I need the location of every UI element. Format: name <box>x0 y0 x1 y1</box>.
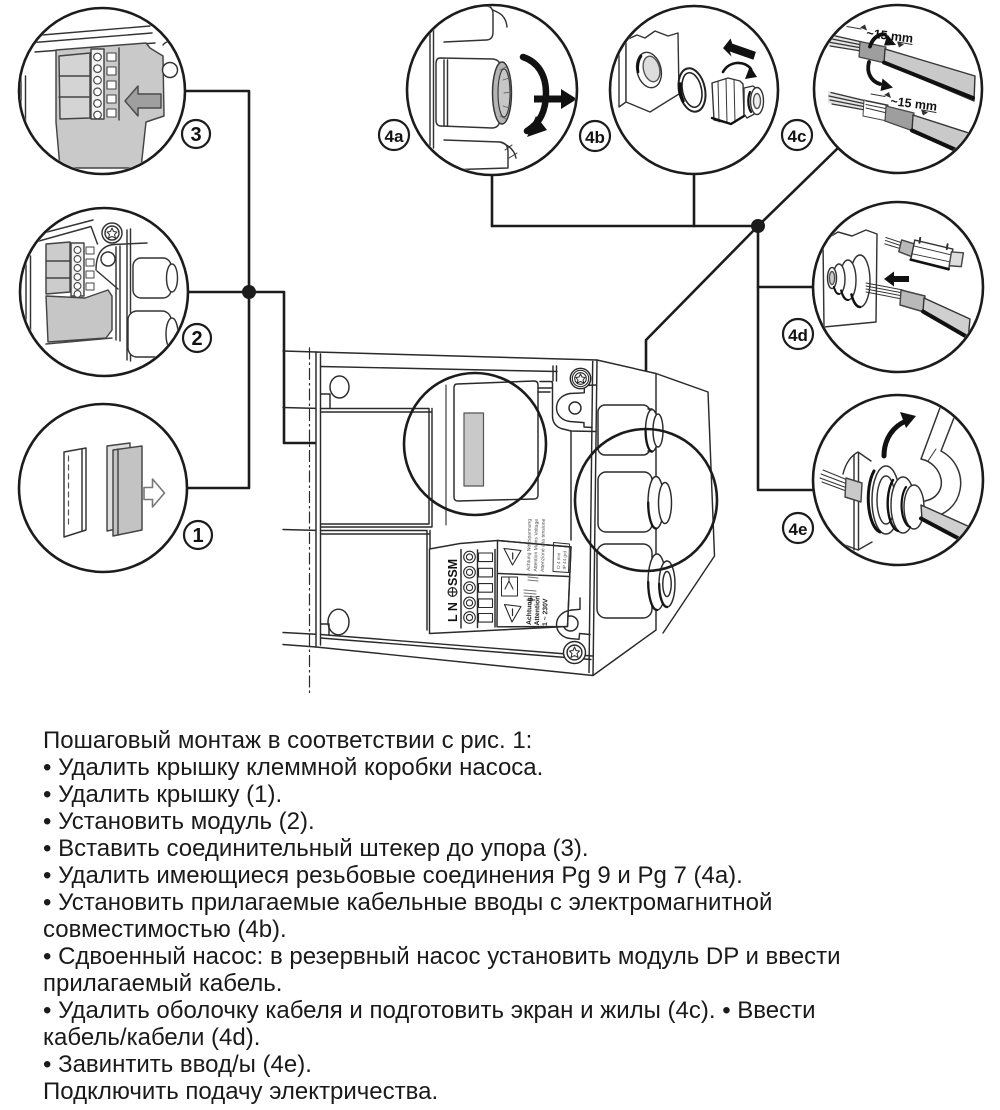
svg-text:Achtung: Achtung <box>526 597 533 625</box>
svg-text:SSM: SSM <box>446 559 460 586</box>
svg-text:Attenzione alta tensione: Attenzione alta tensione <box>540 518 547 572</box>
svg-text:1 ~ 230V: 1 ~ 230V <box>542 598 549 626</box>
svg-text:L N: L N <box>446 602 460 622</box>
svg-text:O 4 mm: O 4 mm <box>556 552 561 569</box>
svg-text:Achtung Netzspannung: Achtung Netzspannung <box>526 519 533 571</box>
svg-text:~15 mm: ~15 mm <box>890 94 938 114</box>
svg-text:4e: 4e <box>789 520 808 539</box>
svg-text:4d: 4d <box>788 326 808 345</box>
svg-text:Attention: Attention <box>534 596 542 626</box>
svg-text:Attention Mains Voltage: Attention Mains Voltage <box>533 519 540 572</box>
svg-text:IP 44 grd: IP 44 grd <box>562 550 567 569</box>
svg-text:2: 2 <box>191 328 202 350</box>
svg-text:4a: 4a <box>385 127 404 146</box>
svg-text:~15 mm: ~15 mm <box>866 26 914 46</box>
svg-text:3: 3 <box>190 124 201 146</box>
svg-text:4b: 4b <box>585 128 605 147</box>
svg-text:1: 1 <box>192 525 203 547</box>
svg-text:4c: 4c <box>788 127 807 146</box>
